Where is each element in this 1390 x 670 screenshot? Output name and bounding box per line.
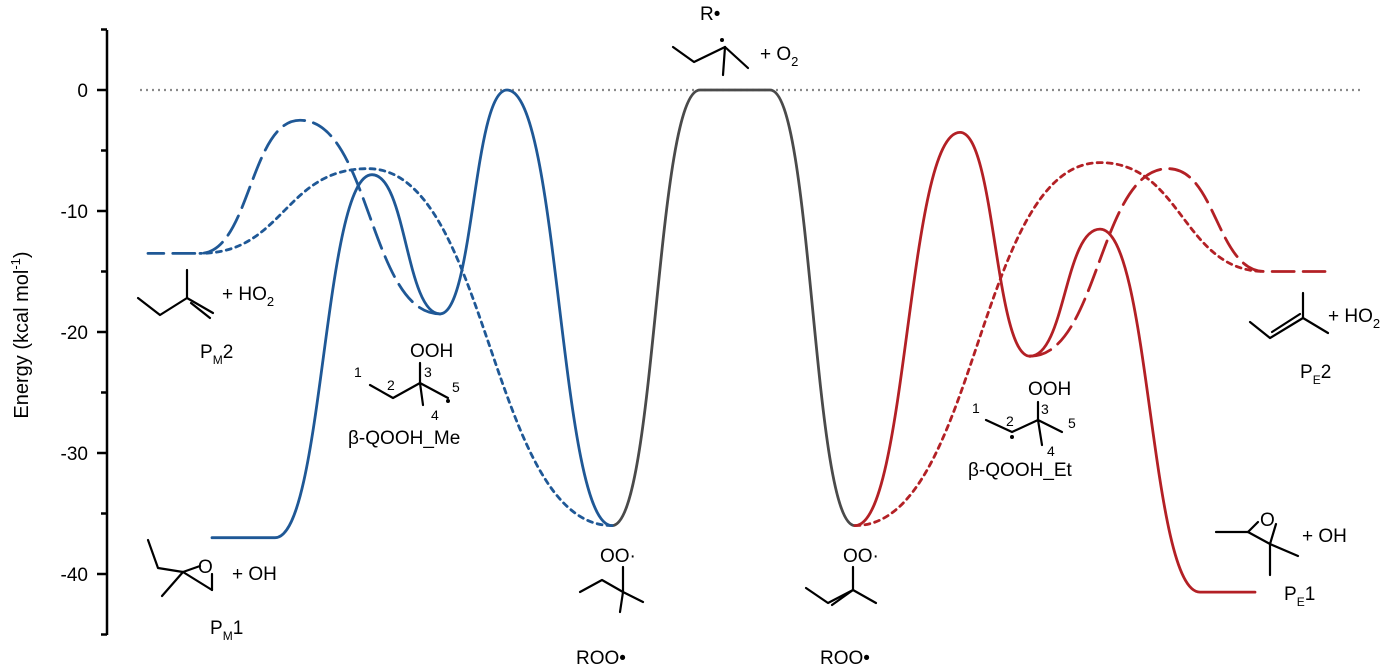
label-R-radical: R• xyxy=(700,4,720,25)
structure-ROO-left: OO· ROO• xyxy=(576,546,645,669)
curve-ROO-to-QOOH-Me xyxy=(438,88,614,527)
label-OOH-left: OOH xyxy=(410,341,453,362)
curve-QOOH-Et-to-PE2 xyxy=(1028,167,1327,358)
curve-QOOH-Me-to-PM1 xyxy=(210,173,442,540)
y-tick-label: -10 xyxy=(61,202,88,223)
label-PM2: PM2 xyxy=(200,342,233,367)
label-PM1-O: O xyxy=(198,557,213,578)
label-OO-radical-left: OO· xyxy=(600,546,636,567)
y-tick-label: -20 xyxy=(61,323,88,344)
y-tick-label: -30 xyxy=(61,444,88,465)
label-PM1: PM1 xyxy=(210,618,243,643)
label-PE1-O: O xyxy=(1260,510,1275,531)
carbon-number-1: 1 xyxy=(354,364,362,380)
structure-PE1: O + OH PE1 xyxy=(1214,510,1347,609)
label-PE2-plus-HO2: + HO2 xyxy=(1328,306,1380,331)
y-tick-label: -40 xyxy=(61,565,88,586)
label-QOOH-Me: β-QOOH_Me xyxy=(348,428,460,449)
y-axis-title: Energy (kcal mol-1) xyxy=(8,251,33,418)
label-OOH-right: OOH xyxy=(1028,379,1071,400)
carbon-number-5: 5 xyxy=(452,379,460,395)
curve-QOOH-Et-to-PE1 xyxy=(1028,227,1257,594)
y-axis-ticks: 0 -10 -20 -30 -40 xyxy=(61,28,107,636)
curve-ROO-to-PE2-direct xyxy=(853,161,1267,527)
carbon-number-3: 3 xyxy=(424,364,432,380)
curve-R-O2-to-ROO xyxy=(610,88,857,527)
carbon-number-4: 4 xyxy=(1047,443,1055,459)
carbon-number-1: 1 xyxy=(972,400,980,416)
structure-QOOH-Me: OOH 1 2 3 4 5 β-QOOH_Me xyxy=(348,341,460,449)
structure-PE2: + HO2 PE2 xyxy=(1248,291,1380,387)
curve-ROO-to-QOOH-Et xyxy=(853,130,1032,527)
radical-dot xyxy=(446,399,450,403)
label-ROO-right: ROO• xyxy=(820,648,870,669)
label-PM1-plus-OH: + OH xyxy=(232,564,277,585)
structure-R-radical: R• + O2 xyxy=(671,4,798,77)
label-PE1: PE1 xyxy=(1284,584,1315,609)
label-PM2-plus-HO2: + HO2 xyxy=(222,284,274,309)
carbon-number-2: 2 xyxy=(1006,413,1014,429)
y-tick-label: 0 xyxy=(77,81,88,102)
label-PE1-plus-OH: + OH xyxy=(1302,526,1347,547)
label-PE2: PE2 xyxy=(1300,362,1331,387)
label-ROO-left: ROO• xyxy=(576,648,626,669)
structure-ROO-right: OO· ROO• xyxy=(804,546,879,669)
label-OO-radical-right: OO· xyxy=(843,546,879,567)
radical-dot xyxy=(1010,435,1014,439)
curve-QOOH-Me-to-PM2 xyxy=(146,118,442,316)
radical-dot xyxy=(720,38,724,42)
label-QOOH-Et: β-QOOH_Et xyxy=(968,460,1073,481)
structure-QOOH-Et: OOH 1 2 3 4 5 β-QOOH_Et xyxy=(968,379,1076,481)
carbon-number-4: 4 xyxy=(431,407,439,423)
structure-PM1: O + OH PM1 xyxy=(146,538,277,643)
curve-ROO-to-PM2-direct xyxy=(198,167,614,527)
label-plus-O2: + O2 xyxy=(760,44,798,69)
carbon-number-2: 2 xyxy=(387,377,395,393)
carbon-number-3: 3 xyxy=(1041,401,1049,417)
carbon-number-5: 5 xyxy=(1068,415,1076,431)
structure-PM2: + HO2 PM2 xyxy=(136,268,274,367)
